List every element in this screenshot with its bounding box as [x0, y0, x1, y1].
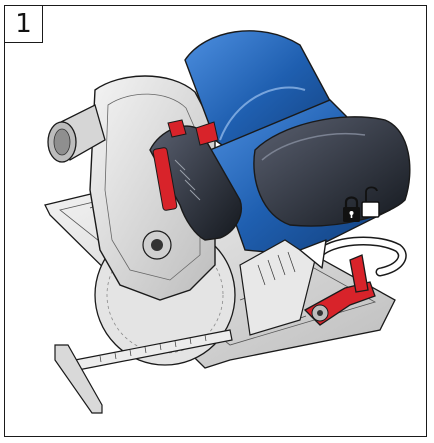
dust-port [47, 104, 106, 163]
brand-plate [152, 147, 178, 211]
padlock-open-icon [361, 186, 380, 218]
padlock-closed-icon [343, 196, 360, 222]
bevel-lock-lever [303, 254, 376, 326]
parallel-guide [54, 329, 233, 414]
trigger-switch [167, 119, 219, 146]
motor-end-cap [253, 116, 411, 227]
bevel-scale [239, 239, 316, 336]
blade-arbor [142, 230, 172, 260]
step-number: 1 [5, 6, 43, 43]
rotate-arrow-icon [299, 236, 407, 277]
